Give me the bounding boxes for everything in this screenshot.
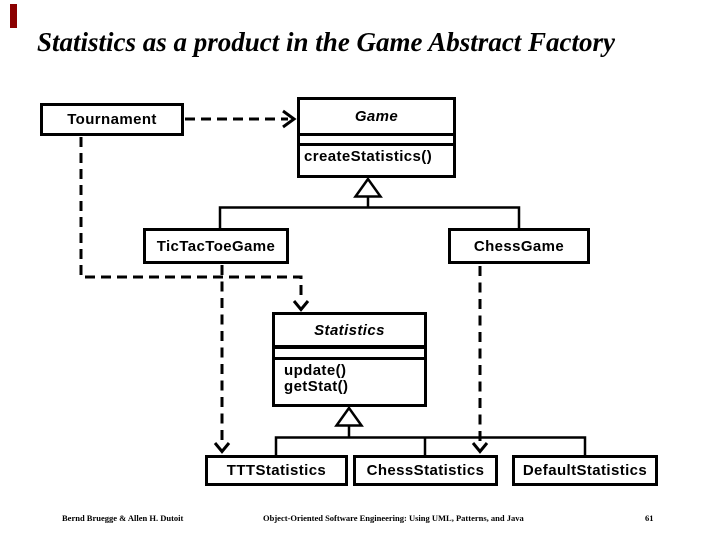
class-name-defaultstatistics: DefaultStatistics: [522, 462, 648, 479]
footer-page-number: 61: [645, 513, 654, 523]
class-name-statistics: Statistics: [314, 321, 385, 339]
attributes-compartment-game: [300, 133, 453, 146]
generalization-triangle-statistics-icon: [334, 405, 364, 427]
dependency-arrowhead-statistics-icon: [292, 300, 310, 312]
generalization-triangle-game-icon: [353, 176, 383, 198]
class-box-game: Game createStatistics(): [297, 97, 456, 178]
operations-compartment-game: createStatistics(): [300, 146, 453, 165]
dependency-tournament-statistics-line: [79, 137, 303, 301]
generalization-bus-game: [218, 206, 521, 229]
class-name-tictactoegame: TicTacToeGame: [156, 237, 276, 255]
dependency-arrowhead-chessstatistics-icon: [471, 442, 489, 454]
class-name-tournament: Tournament: [67, 111, 157, 128]
class-name-tttstatistics: TTTStatistics: [226, 462, 327, 479]
page-title: Statistics as a product in the Game Abst…: [37, 27, 616, 57]
corner-accent-mark: [10, 4, 17, 28]
class-box-chessgame: ChessGame: [448, 228, 590, 264]
operation-getstat: getStat(): [284, 378, 349, 395]
class-name-chessstatistics: ChessStatistics: [366, 462, 485, 479]
class-box-statistics: Statistics update() getStat(): [272, 312, 427, 407]
class-name-chessgame: ChessGame: [473, 237, 565, 255]
class-box-chessstatistics: ChessStatistics: [353, 455, 498, 486]
operation-update: update(): [284, 362, 347, 379]
operation-createstatistics: createStatistics(): [304, 148, 433, 165]
generalization-bus-statistics: [274, 436, 587, 456]
class-name-game: Game: [354, 108, 399, 125]
footer-authors: Bernd Bruegge & Allen H. Dutoit: [62, 513, 184, 523]
class-box-tournament: Tournament: [40, 103, 184, 136]
footer-book-title: Object-Oriented Software Engineering: Us…: [263, 513, 524, 523]
class-box-tttstatistics: TTTStatistics: [205, 455, 348, 486]
class-box-tictactoegame: TicTacToeGame: [143, 228, 289, 264]
dependency-arrowhead-tttstatistics-icon: [213, 442, 231, 454]
dependency-arrowhead-game-icon: [282, 109, 297, 129]
class-box-defaultstatistics: DefaultStatistics: [512, 455, 658, 486]
operations-compartment-statistics: update() getStat(): [275, 360, 424, 395]
attributes-compartment-statistics: [275, 345, 424, 360]
